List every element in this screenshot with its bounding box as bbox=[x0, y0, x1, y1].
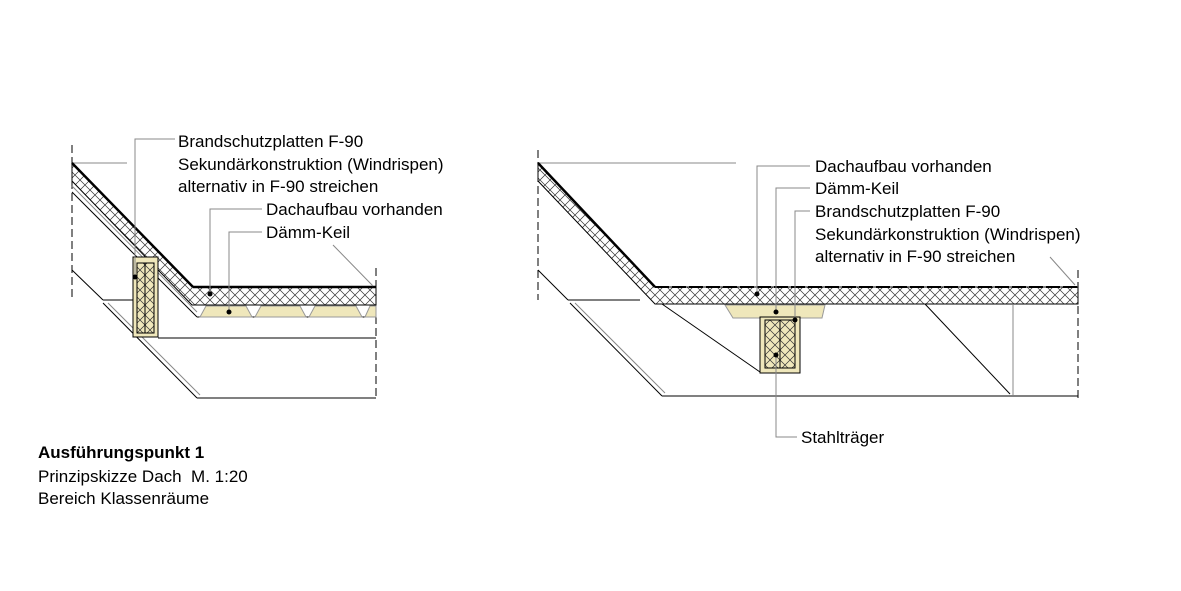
steel-beam bbox=[759, 316, 801, 374]
drawing-subtitle: Prinzipskizze Dach M. 1:20 bbox=[38, 467, 248, 486]
label-dachaufbau: Dachaufbau vorhanden bbox=[815, 157, 992, 176]
left-section-drawing: Brandschutzplatten F-90 Sekundärkonstruk… bbox=[71, 132, 444, 399]
label-sekundaerkonstruktion: Sekundärkonstruktion (Windrispen) bbox=[178, 155, 444, 174]
label-daemm-keil: Dämm-Keil bbox=[266, 223, 350, 242]
drawing-area: Bereich Klassenräume bbox=[38, 489, 209, 508]
label-alternativ: alternativ in F-90 streichen bbox=[815, 247, 1015, 266]
label-brandschutzplatten: Brandschutzplatten F-90 bbox=[815, 202, 1000, 221]
right-section-drawing: Dachaufbau vorhanden Dämm-Keil Brandschu… bbox=[537, 150, 1081, 447]
label-brandschutzplatten: Brandschutzplatten F-90 bbox=[178, 132, 363, 151]
insulation-wedges bbox=[199, 305, 377, 318]
label-daemm-keil: Dämm-Keil bbox=[815, 179, 899, 198]
title-block: Ausführungspunkt 1 Prinzipskizze Dach M.… bbox=[38, 443, 248, 508]
secondary-post bbox=[132, 256, 159, 338]
label-stahltraeger: Stahlträger bbox=[801, 428, 884, 447]
label-sekundaerkonstruktion: Sekundärkonstruktion (Windrispen) bbox=[815, 225, 1081, 244]
label-alternativ: alternativ in F-90 streichen bbox=[178, 177, 378, 196]
label-dachaufbau: Dachaufbau vorhanden bbox=[266, 200, 443, 219]
drawing-title: Ausführungspunkt 1 bbox=[38, 443, 204, 462]
